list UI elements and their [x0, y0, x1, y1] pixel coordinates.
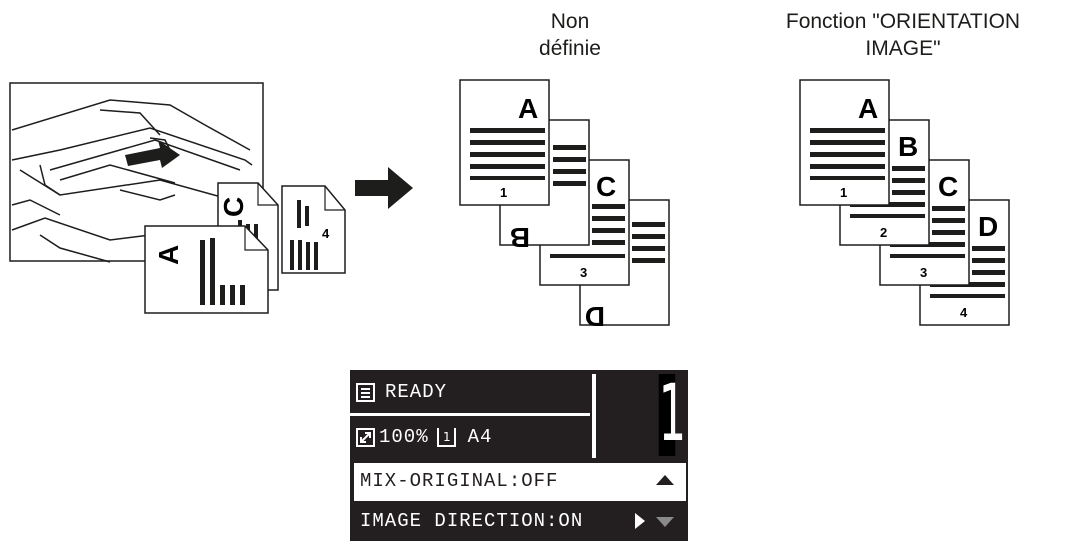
feeder-page-1: A: [144, 225, 269, 314]
heading-undefined-line2: définie: [539, 37, 601, 60]
oriented-page-number: 1: [840, 185, 847, 200]
lcd-zoom-value: 100%: [379, 426, 429, 448]
oriented-page-letter: B: [898, 131, 918, 162]
menu-item-mix-original[interactable]: MIX-ORIGINAL:OFF: [354, 463, 686, 501]
scroll-down-icon[interactable]: [656, 517, 674, 527]
oriented-page-number: 4: [960, 305, 968, 320]
undefined-page-number: 3: [580, 265, 587, 280]
oriented-page-letter: A: [858, 93, 878, 124]
undefined-page-a: A 1: [459, 79, 550, 206]
lcd-status-row: READY: [356, 372, 596, 412]
heading-undefined: Non définie: [470, 8, 670, 62]
undefined-output-stack: D C 3 B A 1: [459, 79, 670, 332]
heading-orientation-line2: IMAGE": [865, 37, 941, 60]
oriented-page-number: 2: [880, 225, 887, 240]
zoom-icon: [356, 427, 375, 447]
oriented-page-letter: D: [978, 211, 998, 242]
lcd-vertical-divider: [592, 374, 596, 458]
document-icon: [356, 382, 375, 402]
undefined-page-letter: A: [518, 93, 538, 124]
heading-image-orientation: Fonction "ORIENTATION IMAGE": [738, 8, 1068, 62]
feed-arrow-icon: [125, 140, 180, 168]
lcd-paper-size: A4: [467, 426, 493, 448]
feeder-page-number: 4: [322, 226, 330, 241]
menu-item-label: MIX-ORIGINAL:OFF: [360, 470, 559, 492]
flow-arrow-icon: [355, 167, 413, 209]
right-arrow-icon[interactable]: [635, 513, 645, 529]
oriented-page-number: 3: [920, 265, 927, 280]
feeder-page-4: 4: [281, 185, 346, 274]
oriented-page-a: A 1: [799, 79, 890, 206]
scanner-drawing: [11, 99, 253, 263]
oriented-output-stack: D 4 C 3 B 2 A 1: [799, 79, 1010, 326]
undefined-page-letter: B: [510, 222, 530, 253]
undefined-page-letter: C: [596, 171, 616, 202]
menu-item-label: IMAGE DIRECTION:ON: [360, 510, 584, 532]
feeder-page-letter: C: [218, 197, 249, 217]
paper-tray-icon: 1: [436, 427, 456, 447]
undefined-page-number: 1: [500, 185, 507, 200]
feeder-page-letter: A: [153, 245, 184, 265]
lcd-status-text: READY: [385, 381, 448, 403]
lcd-panel: READY 100% 1 A4 1 MIX-ORIGINAL:OFF IMAGE…: [350, 370, 688, 541]
scroll-up-icon[interactable]: [656, 475, 674, 485]
lcd-divider: [350, 413, 590, 416]
undefined-page-letter: D: [585, 301, 605, 332]
oriented-page-letter: C: [938, 171, 958, 202]
lcd-settings-row: 100% 1 A4: [356, 417, 596, 457]
lcd-copy-count: 1: [658, 369, 687, 459]
feeder-pages: 4 C 2 A: [144, 182, 346, 314]
heading-orientation-line1: Fonction "ORIENTATION: [785, 10, 1021, 33]
svg-text:1: 1: [443, 430, 451, 444]
heading-undefined-line1: Non: [550, 10, 590, 33]
menu-item-image-direction[interactable]: IMAGE DIRECTION:ON: [354, 503, 686, 541]
